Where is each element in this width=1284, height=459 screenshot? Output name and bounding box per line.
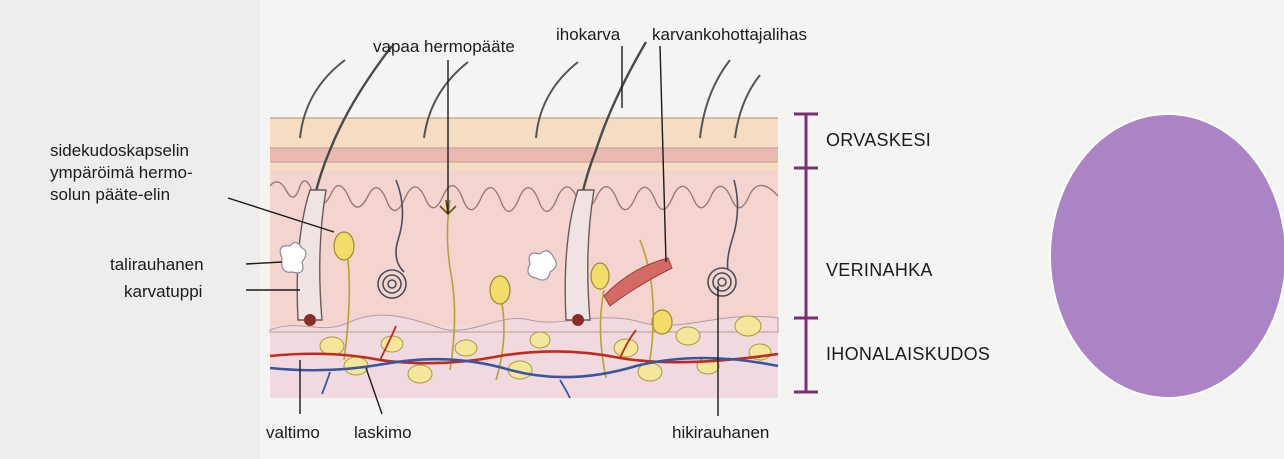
- layer-label-epidermis: ORVASKESI: [826, 130, 931, 150]
- layer-brackets: [794, 114, 818, 392]
- layer-label-dermis: VERINAHKA: [826, 260, 933, 280]
- label-hair: ihokarva: [556, 25, 621, 44]
- label-capsule-line1: sidekudoskapselin: [50, 141, 189, 160]
- layer-label-subcutis: IHONALAISKUDOS: [826, 344, 990, 364]
- skin-cross-section: [270, 42, 778, 398]
- label-sweat-gland: hikirauhanen: [672, 423, 769, 442]
- label-artery: valtimo: [266, 423, 320, 442]
- label-capsule-line2: ympäröimä hermo-: [50, 163, 193, 182]
- page-background: [0, 0, 260, 459]
- label-capsule-line3: solun pääte-elin: [50, 185, 170, 204]
- label-arrector-pili: karvankohottajalihas: [652, 25, 807, 44]
- decorative-purple-circle: [1050, 114, 1284, 398]
- epidermis-band: [270, 148, 778, 162]
- label-free-nerve-ending: vapaa hermopääte: [373, 37, 515, 56]
- label-vein: laskimo: [354, 423, 412, 442]
- label-sebaceous-gland: talirauhanen: [110, 255, 204, 274]
- label-hair-follicle: karvatuppi: [124, 282, 202, 301]
